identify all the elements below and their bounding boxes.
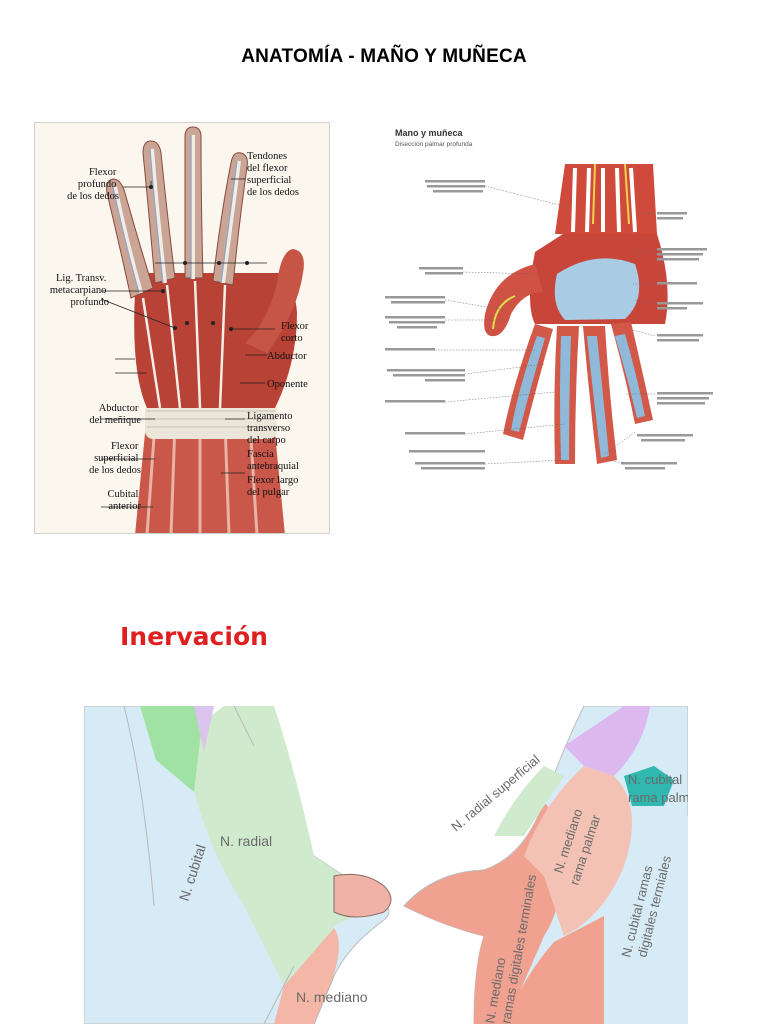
deep-palmar-dissection-drawing: Mano y muñeca Disección palmar profunda xyxy=(385,128,713,470)
label-n-cubital-palmar-2: rama palmar xyxy=(628,790,688,805)
figure2-title: Mano y muñeca xyxy=(395,128,464,138)
hand-anatomy-illustration: Flexor profundo de los dedos Tendones de… xyxy=(34,122,330,534)
label-n-mediano-dorsal: N. mediano xyxy=(296,989,368,1005)
label-lig-transv-metacarpiano: Lig. Transv. metacarpiano profundo xyxy=(50,273,109,308)
label-cubital-anterior: Cubital anterior xyxy=(107,489,141,512)
label-flexor-superficial: Flexor superficial de los dedos xyxy=(89,441,141,476)
page-title: ANATOMÍA - MAÑO Y MUÑECA xyxy=(241,46,527,67)
label-flexor-profundo: Flexor profundo de los dedos xyxy=(67,167,119,202)
deep-palmar-dissection-figure: Mano y muñeca Disección palmar profunda xyxy=(385,124,730,490)
innervation-map-figure: N. cubital N. radial N. mediano N. radia… xyxy=(84,706,688,1024)
figure2-subtitle: Disección palmar profunda xyxy=(395,141,473,148)
label-flexor-largo-pulgar: Flexor largo del pulgar xyxy=(247,475,301,498)
label-tendones-flexor-superficial: Tendones del flexor superficial de los d… xyxy=(247,151,299,198)
label-oponente: Oponente xyxy=(267,379,308,390)
label-n-radial-dorsal: N. radial xyxy=(220,833,272,849)
label-flexor-corto: Flexor corto xyxy=(281,321,311,344)
label-ligamento-transverso-carpo: Ligamento transverso del carpo xyxy=(247,411,295,446)
label-abductor-menique: Abductor del meñique xyxy=(89,403,141,426)
label-n-cubital-palmar-1: N. cubital xyxy=(628,772,682,787)
label-fascia-antebraquial: Fascia antebraquial xyxy=(247,449,299,472)
innervation-map-drawing: N. cubital N. radial N. mediano N. radia… xyxy=(84,706,688,1024)
hand-anatomy-drawing: Flexor profundo de los dedos Tendones de… xyxy=(50,126,311,533)
label-abductor: Abductor xyxy=(267,351,307,362)
section-heading-inervacion: Inervación xyxy=(120,622,268,651)
